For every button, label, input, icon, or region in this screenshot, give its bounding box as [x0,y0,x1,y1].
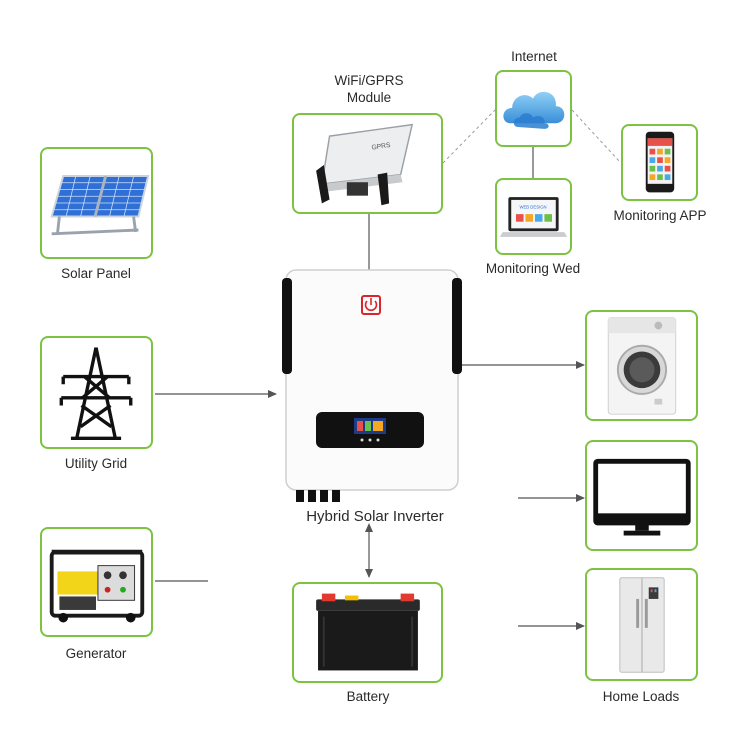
refrigerator-box [585,568,698,681]
wifi-module-label: WiFi/GPRS Module [335,72,404,106]
utility-tower-icon [59,347,133,441]
monitoring-app-box [621,124,698,201]
inverter-label: Hybrid Solar Inverter [306,508,444,525]
computer-monitor-icon [593,458,691,536]
washing-machine-box [585,310,698,421]
wifi-module-icon: GPRS [316,123,414,206]
computer-monitor-box [585,440,698,551]
wifi-module-box: GPRS [292,113,443,214]
cloud-icon [503,91,565,129]
generator-box [40,527,153,637]
utility-grid-label: Utility Grid [64,456,128,471]
wifi-module-label-text: WiFi/GPRS Module [334,73,404,105]
monitoring-web-box: WEB DESIGN [495,178,572,255]
laptop-screen-print: WEB DESIGN [519,204,546,209]
refrigerator-icon [619,577,665,673]
home-loads-label: Home Loads [602,689,680,704]
laptop-icon: WEB DESIGN [499,197,568,237]
internet-to-app-dashed [571,109,621,163]
utility-grid-box [40,336,153,449]
battery-box [292,582,443,683]
internet-label: Internet [511,49,557,64]
monitoring-web-label: Monitoring Wed [485,261,581,276]
internet-box [495,70,572,147]
battery-icon [316,593,420,671]
battery-label: Battery [346,689,390,704]
solar-panel-box [40,147,153,259]
generator-label: Generator [65,646,127,661]
generator-icon [49,549,145,623]
wifi-module-print: GPRS [371,142,391,152]
inverter-icon [282,269,462,502]
solar-panel-icon [50,175,150,236]
washing-machine-icon [607,317,677,415]
smartphone-icon [645,131,675,193]
wifi-to-internet-dashed [442,109,496,164]
solar-panel-label: Solar Panel [61,266,131,281]
monitoring-app-label: Monitoring APP [613,208,707,223]
